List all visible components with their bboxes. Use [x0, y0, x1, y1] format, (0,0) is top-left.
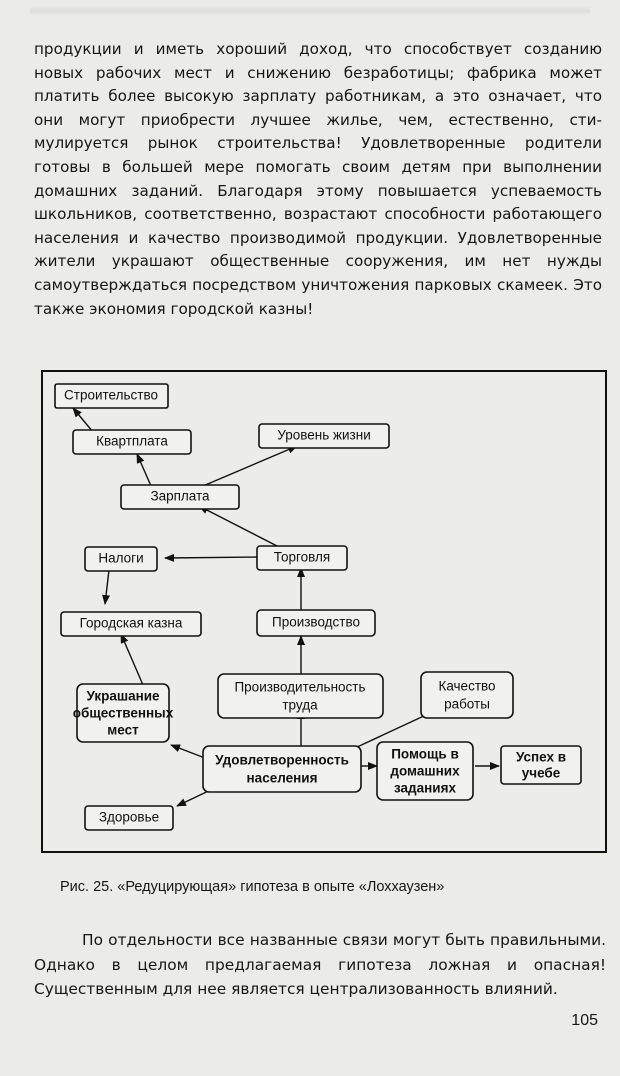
svg-text:Здоровье: Здоровье [99, 810, 159, 825]
svg-text:населения: населения [247, 771, 318, 786]
node-living-standard: Уровень жизни [258, 423, 390, 449]
svg-text:мест: мест [107, 723, 139, 738]
edge-salary-living [202, 445, 298, 487]
svg-text:Удовлетворенность: Удовлетворенность [215, 753, 349, 768]
node-health: Здоровье [84, 805, 174, 831]
node-taxes: Налоги [84, 546, 158, 572]
svg-text:общественных: общественных [73, 706, 174, 721]
svg-text:Квартплата: Квартплата [96, 434, 168, 449]
node-construction: Строительство [54, 383, 169, 409]
body-paragraph-1: продукции и иметь хороший доход, что спо… [34, 40, 602, 318]
node-trade: Торговля [256, 545, 348, 571]
node-productivity: Производительность труда [217, 673, 384, 719]
edge-satisfaction-decoration [170, 744, 206, 759]
svg-text:Зарплата: Зарплата [150, 489, 210, 504]
svg-text:труда: труда [282, 698, 318, 713]
diagram-canvas: Строительство Квартплата Уровень жизни З… [54, 383, 582, 831]
hypothesis-diagram: Строительство Квартплата Уровень жизни З… [41, 370, 607, 853]
page-number: 105 [571, 1012, 598, 1029]
node-study-success: Успех в учебе [500, 745, 582, 785]
body-paragraph-2: По отдельности все названные связи могут… [34, 931, 606, 998]
node-rent: Квартплата [72, 429, 192, 455]
svg-text:Производительность: Производительность [234, 680, 365, 695]
header-line [30, 6, 590, 16]
svg-text:Украшание: Украшание [86, 689, 160, 704]
node-production: Производство [256, 609, 376, 637]
figure-caption: Рис. 25. «Редуцирующая» гипотеза в опыте… [60, 879, 445, 895]
edge-decoration-treasury [120, 633, 144, 686]
svg-text:учебе: учебе [522, 766, 561, 781]
svg-text:Помощь в: Помощь в [391, 747, 459, 762]
svg-text:Строительство: Строительство [64, 388, 158, 403]
node-work-quality: Качество работы [420, 671, 514, 719]
svg-text:Уровень жизни: Уровень жизни [277, 428, 371, 443]
diagram-edges [72, 407, 500, 807]
edge-trade-salary [198, 505, 280, 548]
svg-text:Качество: Качество [438, 679, 495, 694]
node-satisfaction: Удовлетворенность населения [202, 745, 362, 793]
node-city-treasury: Городская казна [60, 611, 202, 637]
node-homework-help: Помощь в домашних заданиях [376, 741, 474, 801]
node-decoration: Украшание общественных мест [73, 683, 174, 743]
svg-text:работы: работы [444, 697, 490, 712]
svg-text:Торговля: Торговля [274, 550, 330, 565]
svg-text:домашних: домашних [390, 764, 460, 779]
svg-text:Производство: Производство [272, 615, 360, 630]
edge-rent-construction [72, 407, 94, 433]
svg-text:Успех в: Успех в [516, 750, 566, 765]
edge-trade-taxes [164, 553, 258, 562]
svg-text:Городская казна: Городская казна [80, 616, 183, 631]
svg-text:Налоги: Налоги [98, 551, 143, 566]
edge-taxes-treasury [102, 569, 111, 605]
svg-text:заданиях: заданиях [394, 781, 456, 796]
node-salary: Зарплата [120, 484, 240, 510]
edge-salary-rent [136, 453, 152, 487]
